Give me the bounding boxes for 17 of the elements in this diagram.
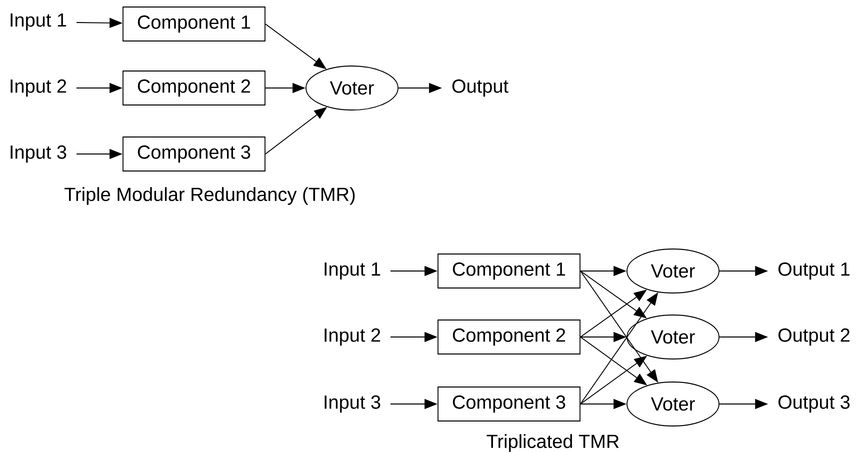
signal-label: Input 2: [324, 328, 380, 346]
signal-label: Input 3: [324, 395, 380, 413]
component-box: Component 1: [438, 254, 580, 288]
caption: Triplicated TMR: [486, 434, 619, 452]
component-box: Component 2: [122, 70, 266, 106]
signal-label: Output: [452, 79, 508, 97]
signal-label: Output 1: [778, 262, 850, 280]
signal-label: Output 3: [778, 395, 850, 413]
signal-label: Input 3: [10, 145, 66, 163]
component-box: Component 1: [122, 6, 266, 42]
component-box: Component 3: [122, 136, 266, 172]
signal-label: Input 2: [10, 79, 66, 97]
component-box: Component 2: [438, 320, 580, 354]
signal-label: Input 1: [324, 262, 380, 280]
signal-label: Input 1: [10, 14, 66, 30]
component-box: Component 3: [438, 386, 580, 422]
signal-label: Output 2: [778, 328, 850, 346]
